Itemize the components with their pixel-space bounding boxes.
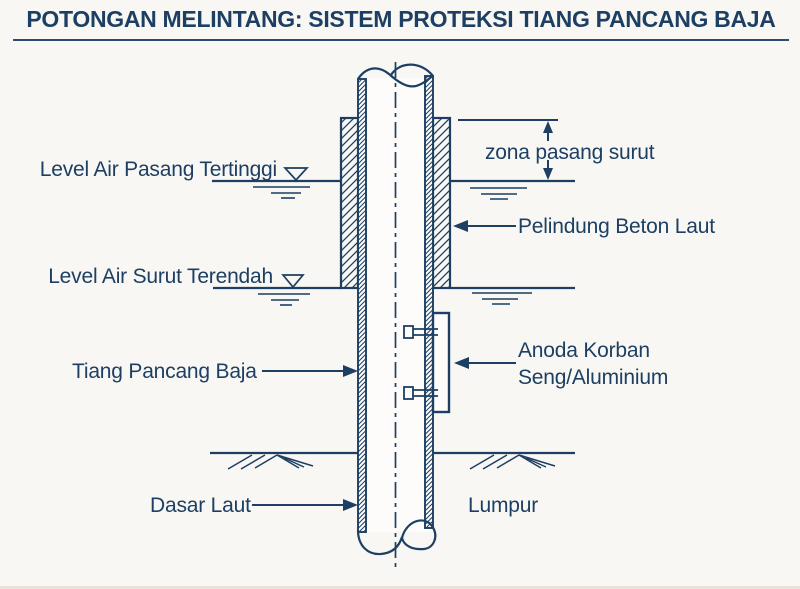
low-tide-waterline — [213, 274, 341, 306]
low-tide-waterline-right — [450, 286, 575, 305]
seabed — [210, 451, 575, 470]
water-ripples — [470, 187, 527, 200]
arrow-right-icon — [343, 499, 358, 511]
water-ripples — [258, 293, 310, 306]
anode-bolt-top — [403, 325, 438, 339]
pile-break-bottom — [356, 519, 437, 556]
water-ripples — [253, 186, 310, 199]
pile-left-wall — [357, 78, 367, 533]
high-tide-label: Level Air Pasang Tertinggi — [40, 158, 277, 181]
steel-pile-callout: Tiang Pancang Baja — [72, 360, 358, 383]
sacrificial-anode — [403, 311, 451, 414]
anode-label-line2: Seng/Aluminium — [518, 366, 668, 389]
seabed-label: Dasar Laut — [150, 494, 251, 517]
concrete-jacket-left-block — [339, 116, 360, 290]
water-level-symbol — [281, 274, 305, 289]
mud-label: Lumpur — [468, 494, 538, 517]
arrow-left-icon — [454, 357, 469, 369]
page-title: POTONGAN MELINTANG: SISTEM PROTEKSI TIAN… — [13, 6, 789, 41]
pile-right-wall — [424, 75, 434, 529]
arrow-left-icon — [453, 220, 468, 232]
steel-pile — [356, 62, 437, 568]
page-bottom-edge — [0, 586, 800, 589]
soil-hatch-right — [469, 454, 556, 470]
pile-break-top — [357, 63, 434, 88]
anode-bolt-bottom — [403, 386, 438, 400]
anode-label-line1: Anoda Korban — [518, 339, 650, 362]
high-tide-waterline — [212, 167, 341, 199]
arrow-up-icon — [543, 121, 553, 133]
anode-callout: Anoda Korban Seng/Aluminium — [454, 339, 668, 389]
seabed-callout: Dasar Laut — [150, 494, 358, 517]
water-ripples — [472, 292, 532, 305]
concrete-protector-callout: Pelindung Beton Laut — [453, 215, 715, 238]
anode-body — [431, 311, 451, 414]
tidal-zone-dimension: zona pasang surut — [458, 119, 655, 180]
concrete-jacket-right-block — [431, 116, 452, 290]
soil-hatch-left — [227, 454, 314, 470]
high-tide-waterline-right — [450, 179, 575, 200]
arrow-down-icon — [543, 168, 553, 180]
tidal-zone-label: zona pasang surut — [485, 141, 655, 164]
water-level-symbol — [283, 167, 309, 182]
low-tide-label: Level Air Surut Terendah — [48, 265, 273, 288]
arrow-right-icon — [343, 365, 358, 377]
concrete-protector-label: Pelindung Beton Laut — [518, 215, 715, 238]
steel-pile-label: Tiang Pancang Baja — [72, 360, 257, 383]
